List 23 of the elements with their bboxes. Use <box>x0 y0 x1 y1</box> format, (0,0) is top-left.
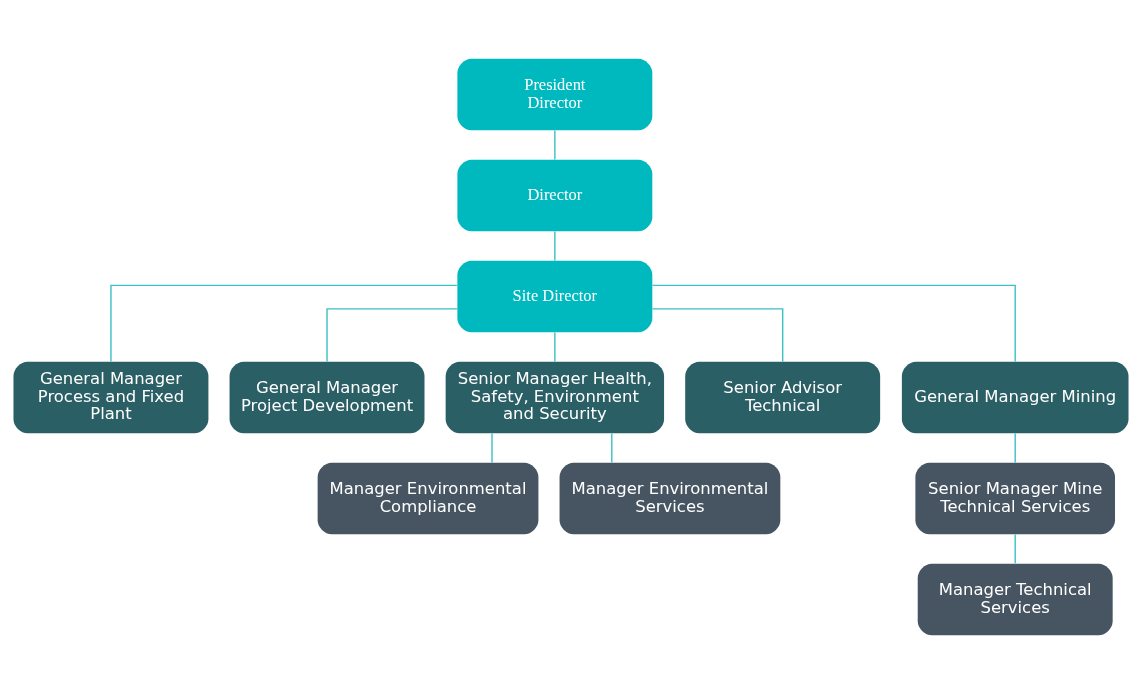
node-box: Site Director <box>457 260 653 332</box>
connector <box>1014 533 1016 564</box>
node-box: Senior Manager Health, Safety, Environment and Security <box>445 361 665 433</box>
node-box: General Manager Project Development <box>229 361 425 433</box>
node-box: Manager Environmental Compliance <box>317 462 539 534</box>
connector <box>1014 432 1016 463</box>
node-box: Director <box>457 159 653 231</box>
connector <box>651 307 784 362</box>
node-box: Senior Manager Mine Technical Services <box>915 462 1115 534</box>
node-box: General Manager Mining <box>901 361 1129 433</box>
connector <box>326 307 458 362</box>
connector <box>651 284 1016 362</box>
node-box: Manager Technical Services <box>917 563 1113 635</box>
node-box: General Manager Process and Fixed Plant <box>13 361 209 433</box>
connector <box>554 331 556 362</box>
node-box: Senior Advisor Technical <box>685 361 881 433</box>
node-box: Manager Environmental Services <box>559 462 781 534</box>
connector <box>611 432 613 463</box>
connector <box>491 432 493 463</box>
connector <box>110 284 458 362</box>
connector <box>554 230 556 261</box>
node-box: President Director <box>457 58 653 130</box>
connector <box>554 129 556 160</box>
